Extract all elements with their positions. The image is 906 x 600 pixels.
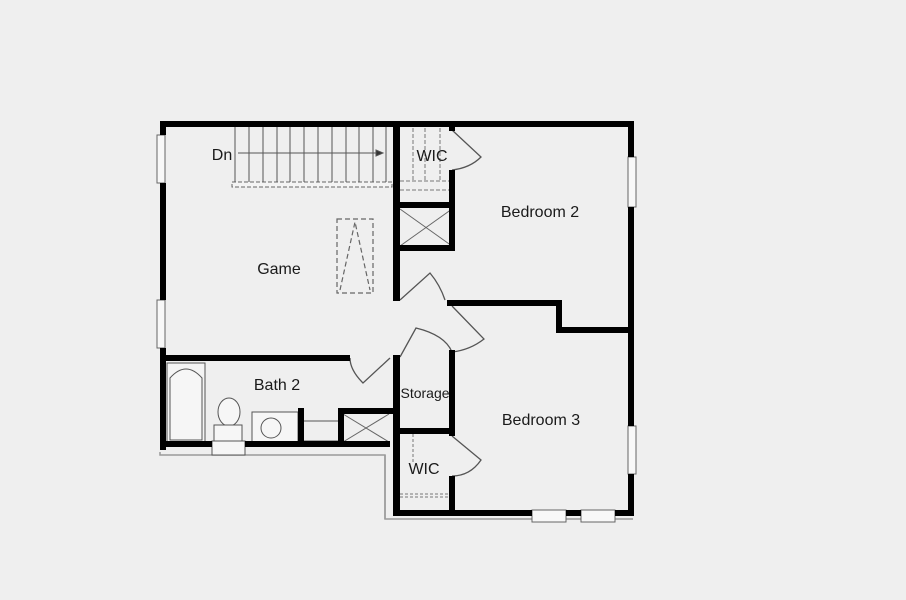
room-label-game: Game	[257, 261, 301, 278]
staircase	[231, 125, 393, 188]
room-label-bedroom-2: Bedroom 2	[500, 204, 580, 221]
attic-access	[336, 218, 374, 294]
room-label-bedroom-3: Bedroom 3	[501, 412, 581, 429]
room-label-bath-2: Bath 2	[253, 377, 301, 394]
room-label-storage: Storage	[400, 385, 450, 401]
walls	[160, 121, 634, 516]
bath-fixtures	[166, 362, 341, 456]
room-label-wic-top: WIC	[416, 148, 448, 165]
room-label-wic-bottom: WIC	[408, 461, 440, 478]
stairs-down-label: Dn	[211, 147, 233, 164]
